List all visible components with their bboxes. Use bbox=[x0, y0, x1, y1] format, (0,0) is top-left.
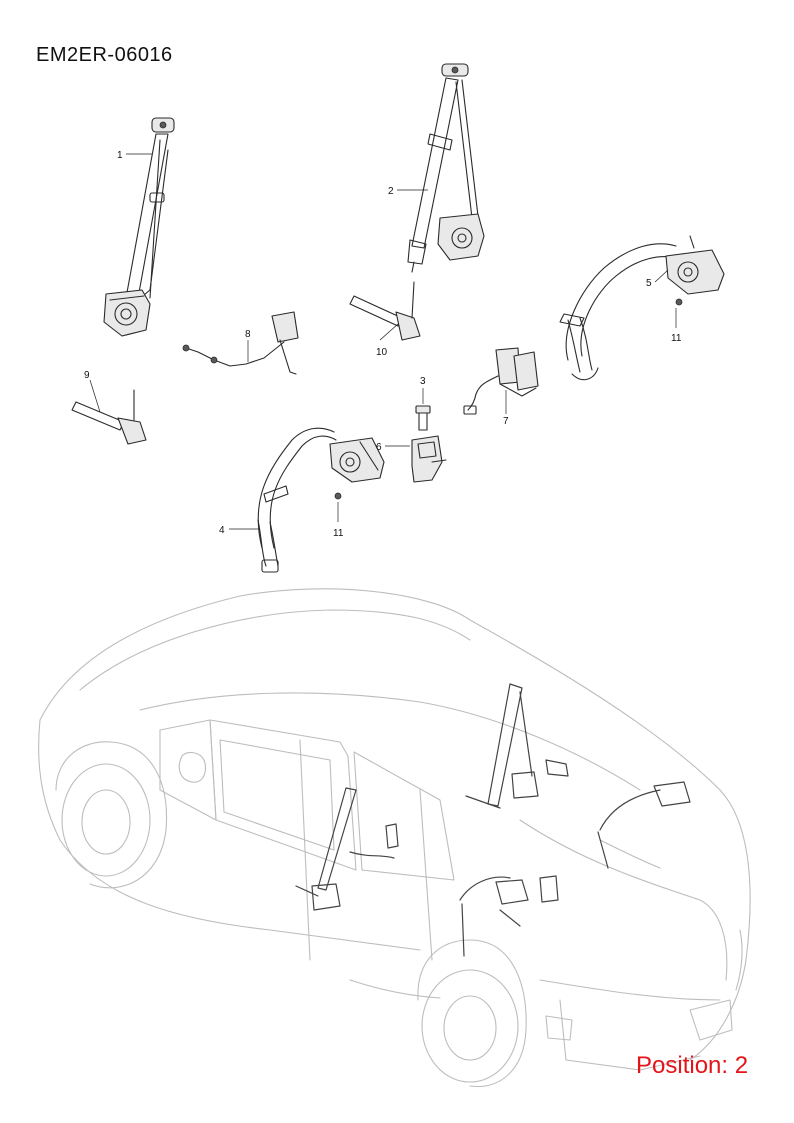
callout-9: 9 bbox=[84, 370, 90, 381]
part-10-pretensioner bbox=[349, 281, 421, 341]
callout-8: 8 bbox=[245, 329, 251, 340]
vehicle-installed-belts bbox=[295, 683, 691, 957]
callout-10: 10 bbox=[376, 347, 388, 358]
callout-2: 2 bbox=[388, 186, 394, 197]
callout-3: 3 bbox=[420, 376, 426, 387]
callout-5: 5 bbox=[646, 278, 652, 289]
callout-11a: 11 bbox=[671, 333, 682, 344]
leader-10 bbox=[379, 323, 399, 341]
vehicle-outline bbox=[38, 588, 751, 1088]
callout-1: 1 bbox=[117, 150, 123, 161]
part-6-buckle-bracket bbox=[411, 435, 447, 483]
part-7-rear-buckle-pair bbox=[463, 347, 539, 415]
part-3-bolt bbox=[415, 405, 431, 431]
leader-5 bbox=[654, 269, 669, 283]
callout-4: 4 bbox=[219, 525, 225, 536]
diagram-code: EM2ER-06016 bbox=[36, 44, 173, 66]
part-5-rear-belt-assembly bbox=[559, 235, 725, 381]
callout-6: 6 bbox=[376, 442, 382, 453]
callout-11b: 11 bbox=[333, 528, 344, 539]
part-1-front-belt-assembly bbox=[103, 117, 175, 337]
part-8-front-buckle bbox=[182, 311, 299, 375]
callout-7: 7 bbox=[503, 416, 509, 427]
position-label: Position: 2 bbox=[636, 1052, 749, 1079]
leader-9 bbox=[89, 379, 101, 413]
part-4-rear-belt-assembly bbox=[257, 427, 385, 573]
part-2-upper-belt-assembly bbox=[407, 63, 485, 273]
part-9-pretensioner bbox=[71, 389, 147, 445]
